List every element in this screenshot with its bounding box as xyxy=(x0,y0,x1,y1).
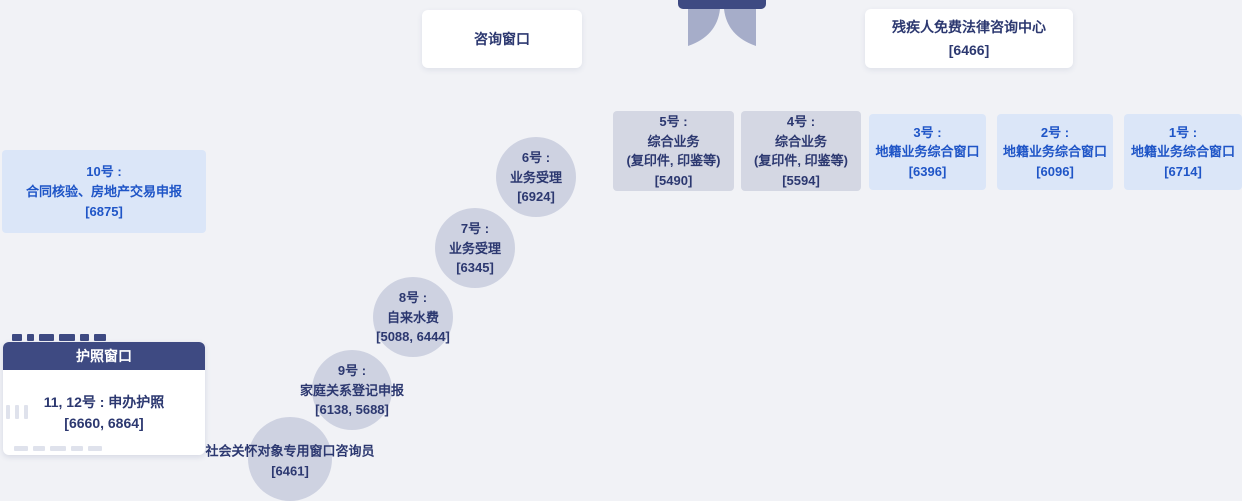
counter-window-3[interactable]: 3号 : 地籍业务综合窗口 [6396] xyxy=(869,114,986,190)
passport-window-header: 护照窗口 xyxy=(3,342,205,370)
counter-number: 1号 : xyxy=(1168,124,1198,140)
circle-number: 8号 : xyxy=(398,289,428,305)
passport-code: [6660, 6864] xyxy=(64,414,144,431)
counter-window-2[interactable]: 2号 : 地籍业务综合窗口 [6096] xyxy=(997,114,1113,190)
counter-code: [5490] xyxy=(654,172,693,188)
circle-service: 业务受理 xyxy=(448,240,502,256)
passport-window-body: 11, 12号 : 申办护照 [6660, 6864] xyxy=(3,370,205,455)
circle-number: 9号 : xyxy=(337,362,367,378)
counter-service-detail: (复印件, 印鉴等) xyxy=(754,153,848,168)
consult-window-label: 咨询窗口 xyxy=(474,30,530,47)
counter-number: 3号 : xyxy=(913,124,942,140)
counter-window-4[interactable]: 4号 : 综合业务 (复印件, 印鉴等) [5594] xyxy=(741,111,861,191)
counter-window-10[interactable]: 10号 : 合同核验、房地产交易申报 [6875] xyxy=(2,150,206,233)
circle-window-social-care-label: 社会关怀对象专用窗口咨询员 [6461] xyxy=(205,442,374,481)
counter-service: 综合业务 xyxy=(774,133,827,149)
legal-center-card[interactable]: 残疾人免费法律咨询中心 [6466] xyxy=(865,9,1073,68)
circle-window-8[interactable] xyxy=(373,277,453,357)
counter-number: 5号 : xyxy=(659,114,688,129)
counter-code: [6714] xyxy=(1164,163,1202,179)
counter-service: 合同核验、房地产交易申报 xyxy=(25,183,182,199)
counter-window-5[interactable]: 5号 : 综合业务 (复印件, 印鉴等) [5490] xyxy=(613,111,734,191)
counter-service: 地籍业务综合窗口 xyxy=(1002,144,1107,160)
counter-window-1[interactable]: 1号 : 地籍业务综合窗口 [6714] xyxy=(1124,114,1242,190)
circle-window-9[interactable] xyxy=(312,350,392,430)
circle-window-6[interactable] xyxy=(496,137,576,217)
circle-service: 社会关怀对象专用窗口咨询员 xyxy=(205,443,375,459)
legal-center-number: [6466] xyxy=(948,41,990,58)
circle-window-social-care[interactable] xyxy=(248,417,332,501)
circle-service: 业务受理 xyxy=(509,169,563,185)
counter-code: [6875] xyxy=(85,203,123,219)
counter-code: [6396] xyxy=(908,163,947,179)
circle-service: 家庭关系登记申报 xyxy=(299,382,405,398)
circle-window-8-label: 8号 : 自来水费 [5088, 6444] xyxy=(376,288,450,347)
counter-service-detail: (复印件, 印鉴等) xyxy=(626,153,721,168)
circle-window-7-label: 7号 : 业务受理 [6345] xyxy=(449,219,501,278)
booth-curtain-icon xyxy=(678,0,766,46)
clipped-decoration-top xyxy=(12,334,106,341)
passport-service: 11, 12号 : 申办护照 xyxy=(43,393,165,410)
circle-number: 6号 : xyxy=(521,149,551,165)
passport-window-card[interactable]: 护照窗口 11, 12号 : 申办护照 [6660, 6864] xyxy=(3,342,205,455)
circle-code: [6461] xyxy=(271,463,309,478)
circle-code: [6924] xyxy=(517,188,555,204)
circle-code: [5088, 6444] xyxy=(376,328,450,344)
legal-center-name: 残疾人免费法律咨询中心 xyxy=(892,18,1046,35)
counter-service: 综合业务 xyxy=(647,133,700,149)
counter-code: [6096] xyxy=(1036,163,1074,179)
passport-window-title: 护照窗口 xyxy=(76,348,132,364)
counter-number: 10号 : xyxy=(86,163,122,179)
circle-code: [6138, 5688] xyxy=(315,401,389,417)
clipped-decoration-left xyxy=(6,405,28,419)
counter-service: 地籍业务综合窗口 xyxy=(875,144,980,160)
consult-window-card[interactable]: 咨询窗口 xyxy=(422,10,582,68)
circle-service: 自来水费 xyxy=(386,309,440,325)
circle-window-9-label: 9号 : 家庭关系登记申报 [6138, 5688] xyxy=(300,361,404,420)
counter-number: 2号 : xyxy=(1040,124,1070,140)
counter-code: [5594] xyxy=(782,172,820,188)
circle-number: 7号 : xyxy=(460,220,490,236)
clipped-decoration-bottom xyxy=(14,446,102,451)
circle-window-7[interactable] xyxy=(435,208,515,288)
counter-service: 地籍业务综合窗口 xyxy=(1130,144,1235,160)
counter-number: 4号 : xyxy=(786,114,816,129)
circle-code: [6345] xyxy=(456,259,494,275)
circle-window-6-label: 6号 : 业务受理 [6924] xyxy=(510,148,562,207)
